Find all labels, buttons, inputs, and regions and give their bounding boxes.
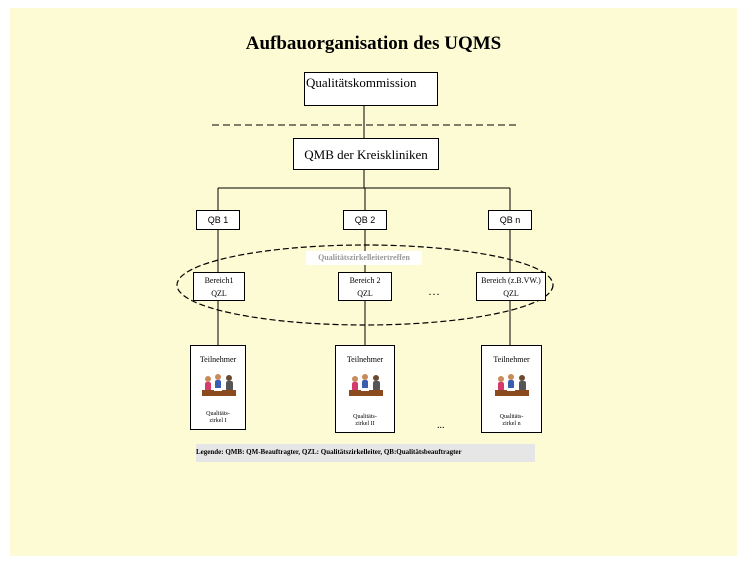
teilnehmer-line2-2: zirkel II bbox=[355, 421, 375, 427]
legend-text: Legende: QMB: QM-Beauftragter, QZL: Qual… bbox=[196, 448, 462, 456]
teilnehmer-line1-1: Qualitäts- bbox=[206, 411, 230, 417]
teilnehmer-line2-1: zirkel I bbox=[209, 418, 227, 424]
qb-label-1: QB 1 bbox=[207, 215, 229, 225]
legend-box: Legende: QMB: QM-Beauftragter, QZL: Qual… bbox=[196, 444, 535, 462]
qmb-box: QMB der Kreiskliniken bbox=[293, 138, 439, 170]
qb-label-2: QB 2 bbox=[354, 215, 376, 225]
connector-lines bbox=[176, 106, 554, 345]
bereich-box-1: Bereich1 QZL bbox=[193, 272, 245, 301]
bereich-title-1: Bereich1 bbox=[204, 276, 234, 285]
qualitaetskommission-box: Qualitätskommission bbox=[304, 72, 438, 106]
slide: Aufbauorganisation des UQMS Qualitätskom… bbox=[10, 8, 737, 556]
teilnehmer-line1-2: Qualitäts- bbox=[353, 414, 377, 420]
qb-box-2: QB 2 bbox=[343, 210, 387, 230]
meeting-people-icon bbox=[349, 374, 383, 396]
bereich-box-n: Bereich (z.B.VW.) QZL bbox=[476, 272, 546, 301]
teilnehmer-title-2: Teilnehmer bbox=[346, 355, 384, 364]
bereich-ellipsis: … bbox=[428, 284, 440, 298]
bereich-box-2: Bereich 2 QZL bbox=[338, 272, 392, 301]
bereich-sub-2: QZL bbox=[357, 289, 373, 298]
bereich-sub-n: QZL bbox=[503, 289, 519, 298]
teilnehmer-box-2: Teilnehmer Qualitäts- zirkel II bbox=[335, 345, 395, 433]
teilnehmer-title-n: Teilnehmer bbox=[493, 355, 530, 364]
bereich-sub-1: QZL bbox=[211, 289, 227, 298]
teilnehmer-line2-n: zirkel n bbox=[502, 421, 521, 427]
teilnehmer-line1-n: Qualitäts- bbox=[499, 414, 524, 420]
diagram-title: Aufbauorganisation des UQMS bbox=[245, 33, 502, 54]
qb-label-n: QB n bbox=[499, 215, 521, 225]
meeting-people-icon bbox=[202, 374, 236, 396]
teilnehmer-title-1: Teilnehmer bbox=[199, 355, 237, 364]
qmb-label: QMB der Kreiskliniken bbox=[304, 147, 428, 162]
ellipse-label: Qualitätszirkelleitertreffen bbox=[306, 251, 422, 265]
teilnehmer-box-n: Teilnehmer Qualitäts- zirkel n bbox=[481, 345, 542, 433]
qb-box-n: QB n bbox=[488, 210, 532, 230]
qualitaetskommission-label: Qualitätskommission bbox=[306, 75, 417, 90]
teilnehmer-ellipsis: ... bbox=[437, 420, 445, 431]
dashed-ellipse bbox=[176, 244, 554, 326]
teilnehmer-box-1: Teilnehmer Qualitäts- zirkel I bbox=[190, 345, 246, 430]
bereich-title-n: Bereich (z.B.VW.) bbox=[481, 276, 541, 285]
meeting-people-icon bbox=[495, 374, 529, 396]
bereich-title-2: Bereich 2 bbox=[349, 276, 381, 285]
qb-box-1: QB 1 bbox=[196, 210, 240, 230]
